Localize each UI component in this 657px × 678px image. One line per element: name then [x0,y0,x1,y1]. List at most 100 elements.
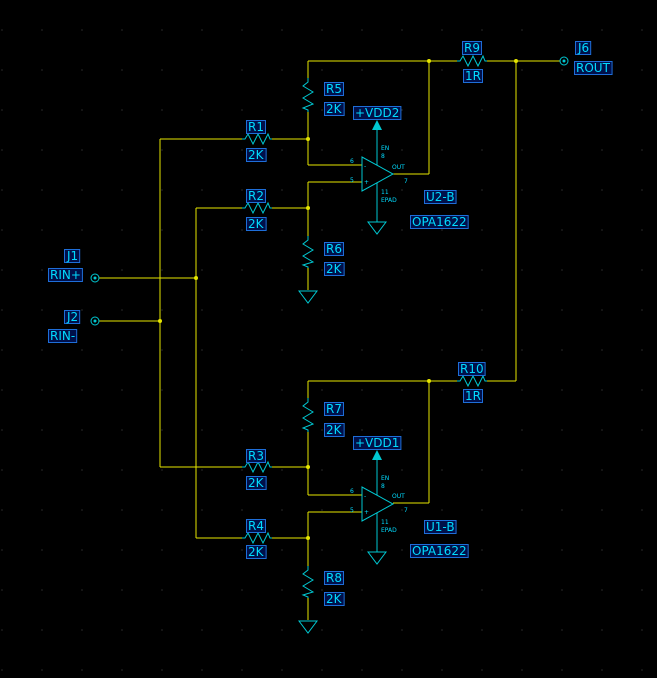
junction [427,59,431,63]
u1b-epad: EPAD [381,527,397,534]
u2b-pin6: 6 [350,158,354,165]
label-highlight-box [424,190,457,204]
u1b-pin11: 11 [381,519,389,526]
label-highlight-box [48,268,83,282]
label-highlight-box [458,362,486,376]
resistor-r1[interactable] [242,132,272,146]
u2b-pin11: 11 [381,189,389,196]
label-r7-value: 2K [326,423,343,437]
label-r8-value: 2K [326,592,343,606]
label-r7: R7 [326,402,342,416]
label-highlight-box [246,449,266,463]
connector-j2[interactable] [90,316,100,326]
label-r6: R6 [326,242,342,256]
u2b-en: EN [381,145,389,152]
junction [514,59,518,63]
u1b-minus: - [364,493,366,500]
label-j6: J6 [577,41,589,55]
label-r2-value: 2K [248,217,265,231]
resistor-r3[interactable] [242,460,272,474]
u1b-pin6: 6 [350,488,354,495]
label-highlight-box [324,82,344,96]
u1b-pin7: 7 [404,507,408,514]
connector-j6[interactable] [559,56,569,66]
label-highlight-box [64,310,81,324]
label-highlight-box [246,120,266,134]
label-highlight-box [324,262,345,276]
opamp-u1b-body [361,486,395,522]
connector-j2-pin [93,319,97,323]
label-highlight-box [324,242,344,256]
u2b-pin7: 7 [404,178,408,185]
label-highlight-box [246,148,267,162]
label-highlight-box [246,217,267,231]
label-u1b-part: OPA1622 [412,544,467,558]
junction [306,137,310,141]
junction [306,465,310,469]
opamp-u1b[interactable]: 6 5 - + EN 8 OUT 7 11 EPAD [350,450,408,552]
resistor-r4[interactable] [242,531,272,545]
component-labels: R1 2K R2 2K R3 2K R4 2K R5 2K R6 2K R7 2… [48,41,613,606]
label-highlight-box [324,592,345,606]
u2b-minus: - [364,163,366,170]
wires [99,59,560,620]
label-highlight-box [48,329,78,343]
label-highlight-box [462,41,482,55]
junction [158,319,162,323]
opamp-u2b[interactable]: 6 5 - + EN 8 OUT 7 11 EPAD [350,120,408,222]
junction [306,536,310,540]
label-highlight-box [463,69,483,83]
label-rout: ROUT [576,61,611,75]
label-r2: R2 [248,189,264,203]
label-j1: J1 [66,249,78,263]
label-r1-value: 2K [248,148,265,162]
label-rin-minus: RIN- [50,329,75,343]
ground-icon [298,290,318,304]
power-arrow-icon [372,120,382,130]
label-highlight-box [324,102,345,116]
u1b-en: EN [381,475,389,482]
u2b-out: OUT [392,164,405,171]
label-highlight-box [246,476,267,490]
label-r3-value: 2K [248,476,265,490]
connector-j1-pin [93,276,97,280]
label-highlight-box [353,436,402,450]
label-r4-value: 2K [248,545,265,559]
resistor-r9[interactable] [457,54,487,68]
resistor-r7[interactable] [301,398,315,432]
label-highlight-box [324,402,344,416]
opamp-u2b-body [361,156,395,192]
label-r8: R8 [326,571,342,585]
label-u2b-part: OPA1622 [412,215,467,229]
resistor-r8[interactable] [301,566,315,598]
label-highlight-box [64,249,81,263]
resistor-r2[interactable] [242,201,272,215]
u2b-epad: EPAD [381,197,397,204]
label-highlight-box [575,41,592,55]
resistor-r5[interactable] [301,78,315,112]
u1b-pin5: 5 [350,507,354,514]
label-highlight-box [246,189,266,203]
label-highlight-box [574,61,613,75]
resistor-r10[interactable] [457,374,487,388]
label-r5-value: 2K [326,102,343,116]
u1b-out: OUT [392,493,405,500]
label-highlight-box [324,571,344,585]
label-r9: R9 [464,41,480,55]
junction [306,206,310,210]
label-u1b: U1-B [426,520,455,534]
label-u2b: U2-B [426,190,455,204]
label-r4: R4 [248,519,264,533]
ground-icon [367,551,387,565]
u2b-pin8: 8 [381,153,385,160]
ground-icon [367,221,387,235]
resistor-r6[interactable] [301,236,315,268]
ground-icon [298,620,318,634]
connector-j1[interactable] [90,273,100,283]
label-highlight-box [410,215,469,229]
u2b-pin5: 5 [350,177,354,184]
label-r5: R5 [326,82,342,96]
label-highlight-box [424,520,457,534]
power-arrow-icon [372,450,382,460]
